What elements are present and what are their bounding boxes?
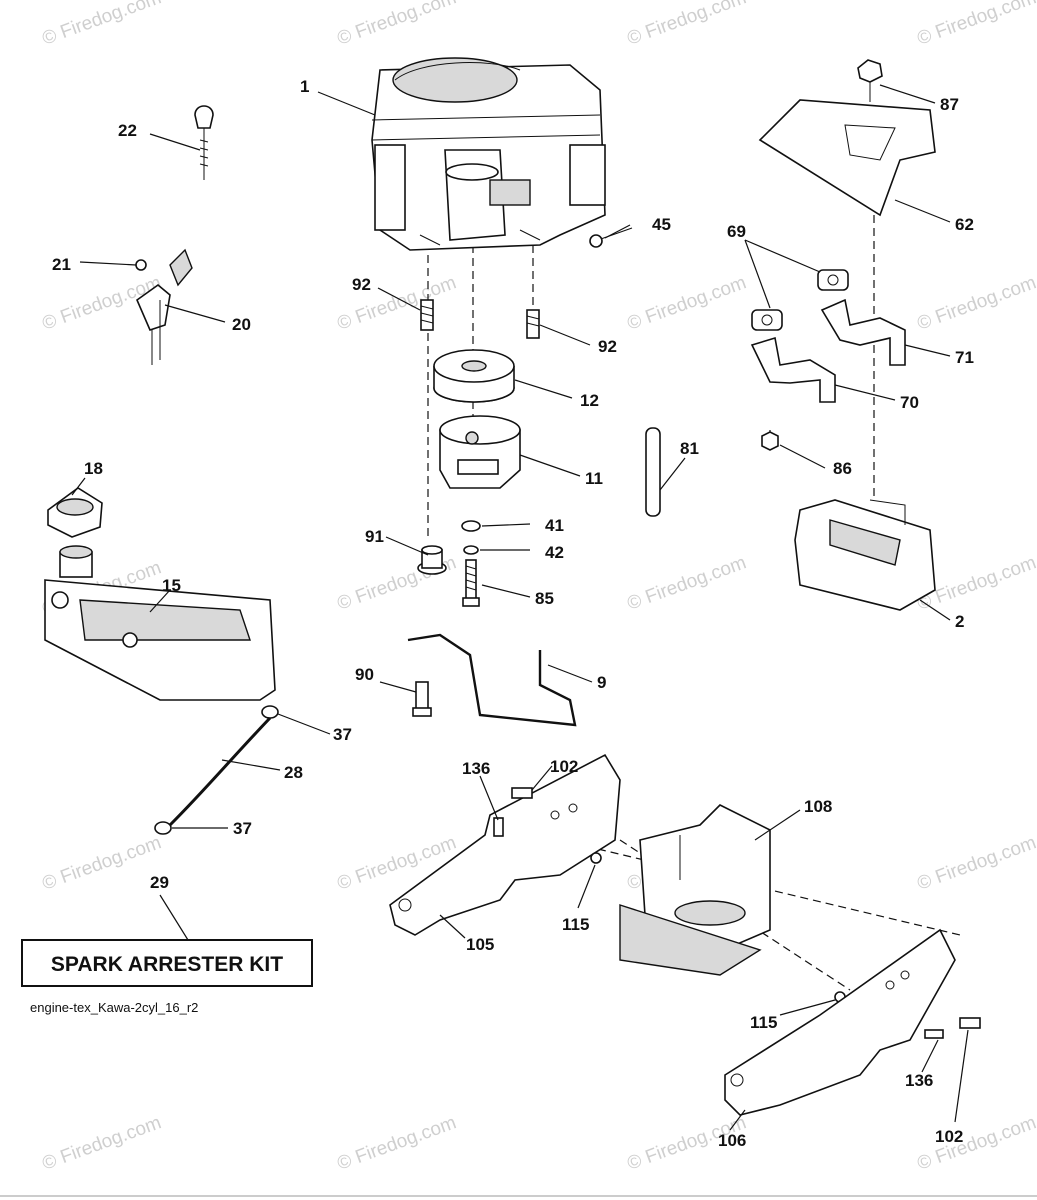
bolt-92-left-part [420, 299, 434, 331]
knob-22-part [194, 105, 214, 180]
callout-92-right: 92 [598, 337, 617, 356]
watermark: © Firedog.com [40, 832, 165, 894]
bolt-92-right-part [526, 309, 540, 339]
callout-102-top: 102 [550, 757, 578, 776]
callout-86: 86 [833, 459, 852, 478]
callout-9: 9 [597, 673, 606, 692]
callout-62: 62 [955, 215, 974, 234]
watermark: © Firedog.com [335, 0, 460, 50]
gasket-69-upper-part [817, 269, 849, 291]
callout-90: 90 [355, 665, 374, 684]
callout-136-bottom: 136 [905, 1071, 933, 1090]
bolt-136-top-part [493, 817, 504, 837]
callout-105: 105 [466, 935, 494, 954]
watermark: © Firedog.com [915, 0, 1037, 50]
callout-1: 1 [300, 77, 309, 96]
spark-arrester-kit-box: SPARK ARRESTER KIT [21, 939, 313, 987]
callout-22: 22 [118, 121, 137, 140]
callout-136-top: 136 [462, 759, 490, 778]
callout-115-bottom: 115 [750, 1013, 777, 1032]
callout-41: 41 [545, 516, 564, 535]
watermark: © Firedog.com [625, 0, 750, 50]
nut-86-part [761, 431, 779, 451]
clamp-37-lower-part [154, 821, 172, 835]
callout-115-top: 115 [562, 915, 589, 934]
watermark: © Firedog.com [625, 272, 750, 334]
watermark: © Firedog.com [335, 1112, 460, 1174]
bracket-105-part [389, 753, 621, 936]
rod-81-part [645, 427, 661, 517]
callout-87: 87 [940, 95, 959, 114]
hose-28-part [168, 716, 272, 827]
callout-11: 11 [585, 469, 603, 488]
callout-70: 70 [900, 393, 919, 412]
fuel-tank-15-part [44, 579, 276, 701]
screw-45-part [589, 227, 633, 248]
engine-part [371, 57, 606, 251]
bolt-85-part [462, 559, 480, 607]
rod-9-part [407, 633, 577, 727]
fuel-cap-18-part [47, 487, 103, 538]
bolt-90-part [412, 681, 432, 717]
muffler-2-part [794, 499, 936, 611]
callout-37-lower: 37 [233, 819, 252, 838]
bolt-102-top-part [511, 787, 533, 799]
callout-29: 29 [150, 873, 169, 892]
washer-115-top-part [590, 852, 602, 864]
callout-15: 15 [162, 576, 181, 595]
watermark: © Firedog.com [40, 1112, 165, 1174]
bracket-108-part [619, 804, 771, 976]
spacer-91-part [417, 545, 447, 575]
callout-71: 71 [955, 348, 974, 367]
watermark: © Firedog.com [40, 0, 165, 50]
bolt-102-bottom-part [959, 1017, 981, 1029]
callout-labels: 1 22 21 20 92 92 45 12 11 41 42 85 91 18… [52, 77, 974, 1150]
washer-41-part [461, 520, 481, 532]
clamp-37-upper-part [261, 705, 279, 719]
callout-81: 81 [680, 439, 699, 458]
callout-28: 28 [284, 763, 303, 782]
drawing-code: engine-tex_Kawa-2cyl_16_r2 [30, 1000, 198, 1015]
callout-2: 2 [955, 612, 964, 631]
callout-106: 106 [718, 1131, 746, 1150]
watermark: © Firedog.com [915, 832, 1037, 894]
exhaust-pipe-70-part [750, 336, 836, 403]
knob-87-part [857, 59, 883, 102]
leader-lines [71, 84, 969, 1131]
callout-92-left: 92 [352, 275, 371, 294]
callout-108: 108 [804, 797, 832, 816]
callout-12: 12 [580, 391, 599, 410]
washer-42-part [463, 545, 479, 555]
bolt-136-bottom-part [924, 1029, 944, 1039]
exhaust-pipe-71-part [820, 298, 906, 366]
callout-85: 85 [535, 589, 554, 608]
callout-45: 45 [652, 215, 671, 234]
callout-18: 18 [84, 459, 103, 478]
callout-69: 69 [727, 222, 746, 241]
callout-20: 20 [232, 315, 251, 334]
callout-42: 42 [545, 543, 564, 562]
gasket-69-lower-part [751, 309, 783, 331]
fuel-neck-part [59, 545, 93, 578]
clutch-11-part [439, 415, 521, 489]
watermark: © Firedog.com [915, 272, 1037, 334]
watermark: © Firedog.com [625, 552, 750, 614]
bracket-106-part [724, 928, 956, 1116]
pulley-12-part [433, 349, 515, 403]
callout-91: 91 [365, 527, 384, 546]
callout-102-bottom: 102 [935, 1127, 963, 1146]
heat-shield-62-part [758, 99, 936, 217]
callout-37-upper: 37 [333, 725, 352, 744]
callout-21: 21 [52, 255, 71, 274]
throttle-control-part [135, 248, 193, 365]
watermark: © Firedog.com [915, 1112, 1037, 1174]
spark-arrester-kit-label: SPARK ARRESTER KIT [51, 953, 283, 976]
